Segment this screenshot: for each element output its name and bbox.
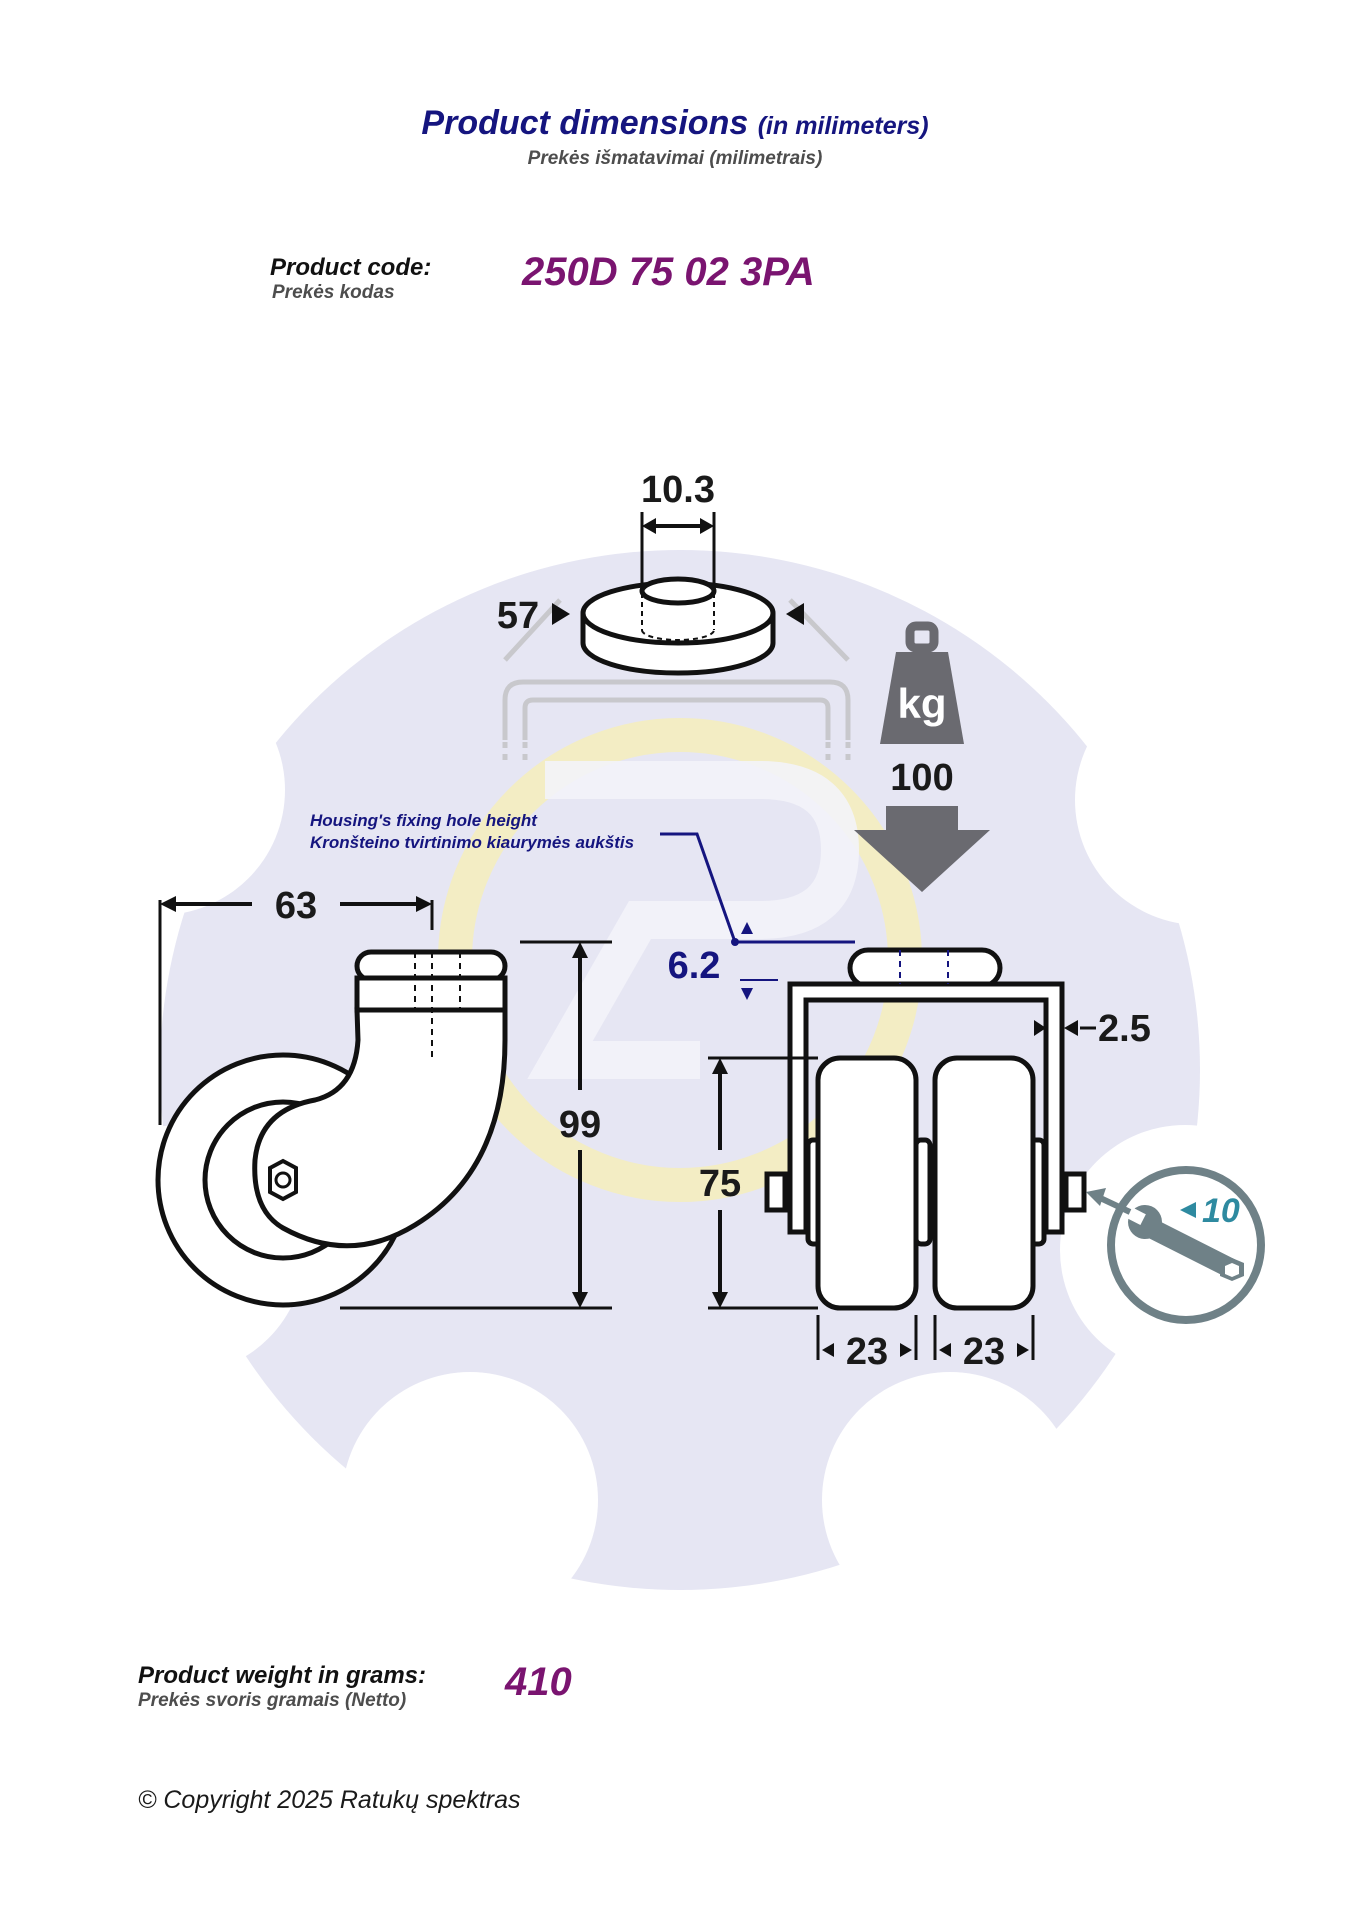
page-title: Product dimensions (in milimeters) (0, 104, 1350, 143)
wrench-size: 10 (1202, 1192, 1240, 1230)
page-subtitle: Prekės išmatavimai (milimetrais) (527, 148, 823, 169)
product-code-label-lt: Prekės kodas (272, 282, 395, 303)
caster-side-view (155, 949, 508, 1308)
mounting-plate-drawing (502, 512, 851, 760)
title-unit: (in milimeters) (757, 112, 929, 140)
product-code-label: Product code: (270, 254, 432, 281)
housing-note-lt: Kronšteino tvirtinimo kiaurymės aukštis (310, 833, 634, 852)
down-arrow-icon (854, 806, 990, 892)
plate-hole-diameter: 10.3 (641, 469, 715, 511)
gear-background (35, 190, 1325, 1628)
wheel-width-2: 23 (963, 1331, 1005, 1373)
title-text: Product dimensions (421, 104, 749, 142)
offset-dimension: 63 (275, 885, 317, 927)
housing-note: Housing's fixing hole height (310, 811, 538, 830)
plate-diameter: 57 (497, 595, 539, 637)
load-capacity: 100 (890, 757, 953, 799)
wrench-icon (1086, 1166, 1265, 1324)
total-height-dimension: 99 (559, 1104, 601, 1146)
fixing-hole-height: 6.2 (668, 945, 721, 987)
wheel-diameter-dimension: 75 (699, 1163, 741, 1205)
weight-value: 410 (505, 1660, 572, 1704)
kg-weight-icon (880, 621, 964, 744)
weight-label-lt: Prekės svoris gramais (Netto) (138, 1690, 407, 1711)
bracket-thickness-dimension: 2.5 (1098, 1008, 1151, 1050)
copyright: © Copyright 2025 Ratukų spektras (138, 1786, 521, 1814)
weight-label: Product weight in grams: (138, 1662, 427, 1689)
caster-front-view (764, 947, 1087, 1311)
product-code-value: 250D 75 02 3PA (522, 250, 815, 294)
kg-label: kg (897, 680, 946, 727)
wheel-width-1: 23 (846, 1331, 888, 1373)
